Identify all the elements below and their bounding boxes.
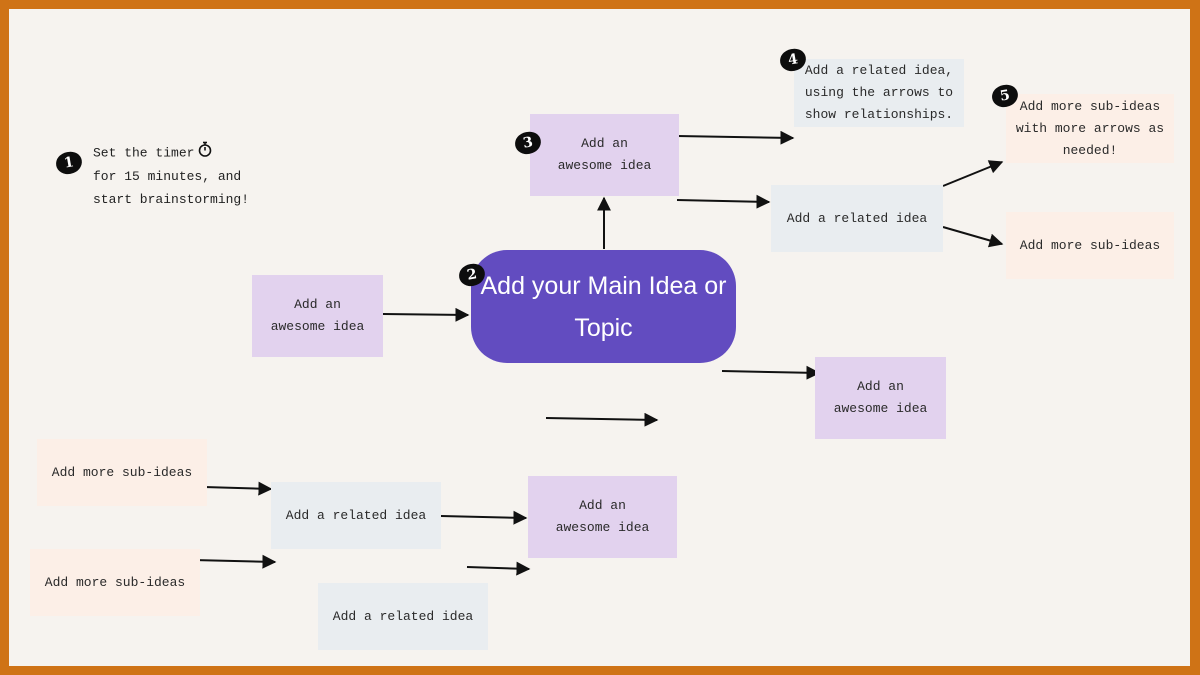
step-4-line-2: using the arrows to (804, 85, 954, 100)
idea-node-right-label: Add an awesome idea (833, 379, 928, 416)
idea-node-left[interactable]: Add an awesome idea (252, 275, 383, 357)
arrow-to-idea-bottom-lower (466, 561, 531, 576)
sub-idea-node-bottom-1[interactable]: Add more sub-ideas (37, 439, 207, 506)
stopwatch-icon (198, 141, 212, 165)
sub-ideas-note-5[interactable]: Add more sub-ideas with more arrows as n… (1006, 94, 1174, 163)
idea-node-top[interactable]: Add an awesome idea (530, 114, 679, 196)
sub-idea-node-top-label: Add more sub-ideas (1019, 237, 1161, 253)
step-4-line-1: Add a related idea, (804, 63, 954, 78)
mind-map-canvas: 1 Set the timer for 15 minutes, and star… (9, 9, 1190, 666)
related-idea-node-bottom-2[interactable]: Add a related idea (318, 583, 488, 650)
related-idea-note-4[interactable]: Add a related idea, using the arrows to … (794, 59, 964, 127)
main-topic-node[interactable]: Add your Main Idea or Topic (471, 250, 736, 363)
step-1-line-2: for 15 minutes, and (93, 169, 242, 184)
sub-idea-node-bottom-2-label: Add more sub-ideas (44, 574, 186, 590)
arrow-idea-top-to-related-top (676, 194, 771, 209)
arrow-related-top-to-note-5 (942, 160, 1004, 187)
arrow-sub-1-to-related-1 (203, 481, 273, 496)
idea-node-top-label: Add an awesome idea (557, 136, 652, 173)
arrow-related-top-to-sub-top (942, 226, 1004, 248)
step-5-line-3: needed! (1062, 142, 1118, 158)
step-4-line-3: show relationships. (804, 107, 954, 122)
related-idea-node-bottom-1[interactable]: Add a related idea (271, 482, 441, 549)
step-1-line-1: Set the timer (93, 145, 195, 161)
sub-idea-node-top[interactable]: Add more sub-ideas (1006, 212, 1174, 279)
sub-idea-node-bottom-1-label: Add more sub-ideas (51, 464, 193, 480)
step-1-instructions: Set the timer for 15 minutes, and start … (93, 141, 249, 211)
idea-node-right[interactable]: Add an awesome idea (815, 357, 946, 439)
related-idea-node-top[interactable]: Add a related idea (771, 185, 943, 252)
idea-node-left-label: Add an awesome idea (270, 297, 365, 334)
step-5-line-1: Add more sub-ideas (1019, 98, 1161, 114)
idea-node-bottom-label: Add an awesome idea (555, 498, 650, 535)
arrow-main-to-idea-right (721, 365, 821, 380)
sub-idea-node-bottom-2[interactable]: Add more sub-ideas (30, 549, 200, 616)
connector-layer (192, 130, 1004, 576)
related-idea-node-bottom-2-label: Add a related idea (332, 608, 474, 624)
arrow-idea-top-to-note-4 (676, 130, 795, 145)
arrow-related-1-to-idea-bottom (440, 510, 528, 525)
main-topic-label: Add your Main Idea or Topic (480, 271, 727, 342)
step-1-line-3: start brainstorming! (93, 192, 250, 207)
related-idea-node-top-label: Add a related idea (786, 210, 928, 226)
related-idea-node-bottom-1-label: Add a related idea (285, 507, 427, 523)
arrow-sub-2-to-related-2 (192, 554, 277, 569)
idea-node-bottom[interactable]: Add an awesome idea (528, 476, 677, 558)
step-5-line-2: with more arrows as (1015, 120, 1165, 136)
arrow-idea-left-to-main (382, 307, 470, 322)
arrow-floating (545, 412, 659, 427)
